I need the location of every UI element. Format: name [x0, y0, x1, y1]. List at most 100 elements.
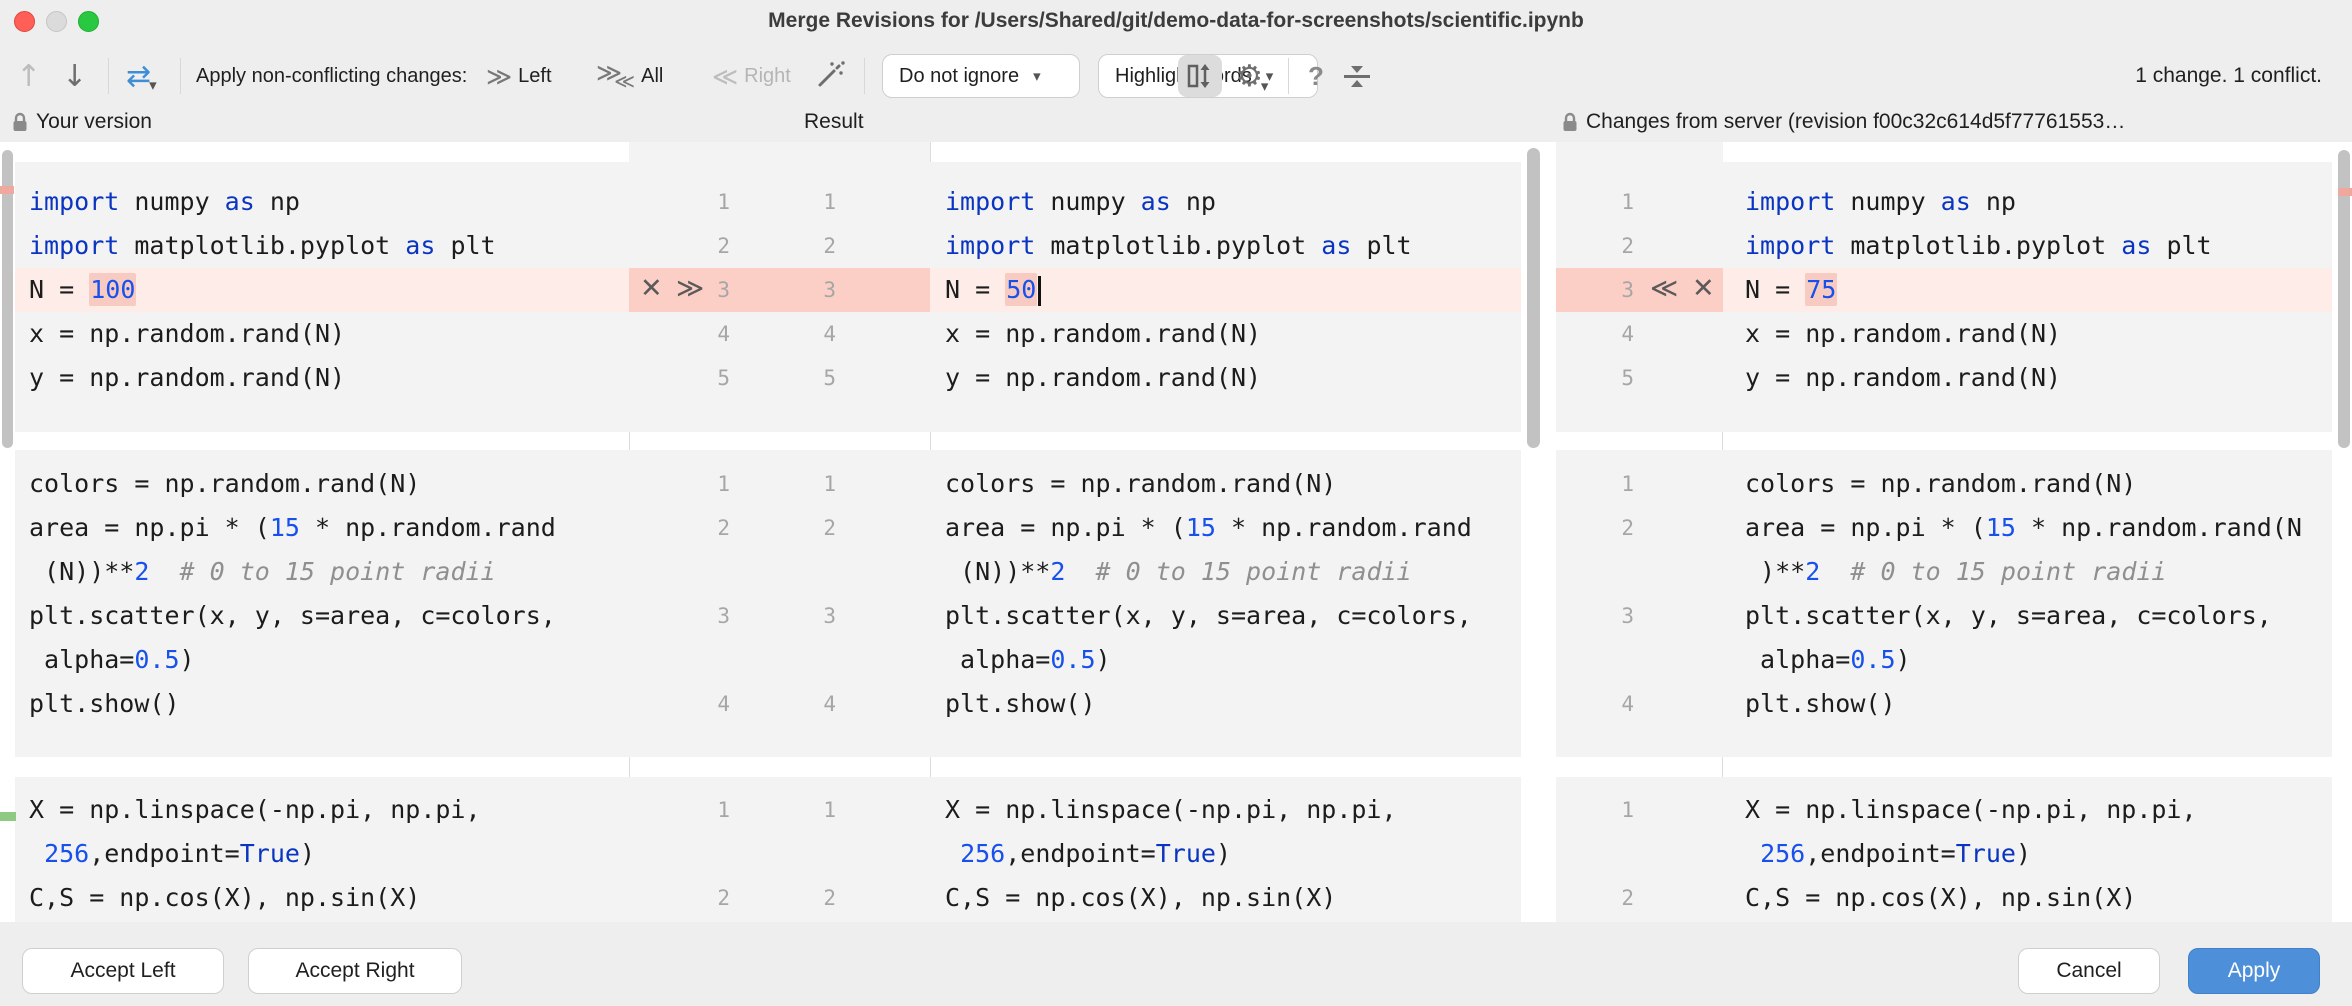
your-version-code-line: 256,endpoint=True) — [44, 839, 316, 868]
apply-all-button[interactable]: ≫ ≪ All — [596, 57, 664, 94]
result-code-line: alpha=0.5) — [945, 645, 1111, 674]
dropdown-caret-icon: ▾ — [1260, 77, 1269, 95]
accept-right-button[interactable]: Accept Right — [248, 948, 462, 994]
right-pane-header: Changes from server (revision f00c32c614… — [1562, 110, 2125, 134]
your-version-code-line: plt.scatter(x, y, s=area, c=colors, — [29, 601, 556, 630]
lock-icon — [1563, 112, 1577, 131]
server-code-line: )**2 # 0 to 15 point radii — [1745, 557, 2167, 586]
cancel-button[interactable]: Cancel — [2018, 948, 2160, 994]
server-line-number: 5 — [1621, 366, 1634, 390]
result-line-number: 5 — [717, 366, 730, 390]
next-change-button[interactable]: ↓ — [62, 46, 87, 106]
separator — [1288, 58, 1289, 94]
apply-change-left-icon[interactable]: ≪ — [1650, 273, 1679, 304]
help-icon: ? — [1308, 60, 1324, 91]
apply-right-button[interactable]: ≪ Right — [712, 61, 791, 91]
server-line-number: 1 — [1621, 472, 1634, 496]
gutter-background — [629, 450, 930, 757]
result-code-line: x = np.random.rand(N) — [945, 319, 1262, 348]
result-line-number: 1 — [823, 472, 836, 496]
ignore-policy-dropdown[interactable]: Do not ignore ▾ — [882, 54, 1080, 98]
server-code-line: plt.show() — [1745, 689, 1896, 718]
server-code-line: N = 75 — [1745, 273, 1838, 306]
result-code-line: C,S = np.cos(X), np.sin(X) — [945, 883, 1337, 912]
your-version-code-line: area = np.pi * (15 * np.random.rand — [29, 513, 556, 542]
result-code-line: colors = np.random.rand(N) — [945, 469, 1337, 498]
result-code-line: y = np.random.rand(N) — [945, 363, 1262, 392]
gutter-background — [1556, 777, 1723, 922]
apply-nonconflicting-label: Apply non-conflicting changes: — [196, 64, 468, 87]
server-line-number: 4 — [1621, 692, 1634, 716]
settings-button[interactable]: ⚙ ▾ — [1236, 46, 1268, 106]
server-code-line: colors = np.random.rand(N) — [1745, 469, 2137, 498]
server-code-line: import numpy as np — [1745, 187, 2016, 216]
result-code-line: (N))**2 # 0 to 15 point radii — [945, 557, 1412, 586]
apply-button[interactable]: Apply — [2188, 948, 2320, 994]
result-code-line: X = np.linspace(-np.pi, np.pi, — [945, 795, 1397, 824]
arrow-down-icon: ↓ — [62, 58, 88, 94]
apply-change-right-icon[interactable]: ≫ — [676, 273, 705, 304]
server-code-line: plt.scatter(x, y, s=area, c=colors, — [1745, 601, 2272, 630]
server-line-number: 1 — [1621, 798, 1634, 822]
server-code-line: y = np.random.rand(N) — [1745, 363, 2062, 392]
server-line-number: 2 — [1621, 234, 1634, 258]
result-line-number: 2 — [717, 886, 730, 910]
your-version-code-line: C,S = np.cos(X), np.sin(X) — [29, 883, 421, 912]
toolbar: ↑ ↓ ⇄ ▾ Apply non-conflicting changes: ≫… — [0, 46, 2352, 106]
server-line-number: 3 — [1621, 278, 1634, 302]
result-code-line: plt.scatter(x, y, s=area, c=colors, — [945, 601, 1472, 630]
pane-headers: Your version Result Changes from server … — [0, 106, 2352, 142]
minimize-window-button[interactable] — [46, 11, 67, 32]
notebook-cell-background — [1723, 450, 2332, 757]
your-version-code-line: X = np.linspace(-np.pi, np.pi, — [29, 795, 481, 824]
help-button[interactable]: ? — [1308, 46, 1324, 106]
ignore-change-icon[interactable]: ✕ — [1692, 273, 1715, 304]
bottom-bar: Accept Left Accept Right Cancel Apply — [0, 922, 2352, 1006]
conflict-gutter-highlight — [1556, 268, 1723, 312]
close-window-button[interactable] — [14, 11, 35, 32]
maximize-window-button[interactable] — [78, 11, 99, 32]
synchronize-scrolling-button[interactable] — [1178, 55, 1222, 97]
result-pane-scrollbar[interactable] — [1527, 148, 1540, 448]
merge-arrows-icon: ⇄ — [126, 58, 152, 94]
collapse-unchanged-button[interactable] — [1340, 46, 1374, 106]
ignore-change-icon[interactable]: ✕ — [640, 273, 663, 304]
double-chevron-left-icon: ≪ — [614, 69, 636, 93]
added-stripe-mark — [0, 812, 16, 821]
accept-left-button[interactable]: Accept Left — [22, 948, 224, 994]
conflict-stripe-mark — [2338, 188, 2352, 196]
title-bar: Merge Revisions for /Users/Shared/git/de… — [0, 0, 2352, 44]
gutter-background — [629, 777, 930, 922]
result-code-line: 256,endpoint=True) — [960, 839, 1232, 868]
server-line-number: 2 — [1621, 886, 1634, 910]
your-version-code-line: import numpy as np — [29, 187, 300, 216]
merge-mode-button[interactable]: ⇄ ▾ — [126, 46, 157, 106]
server-line-number: 4 — [1621, 322, 1634, 346]
conflict-stripe-mark — [0, 186, 14, 194]
result-line-number: 5 — [823, 366, 836, 390]
left-pane-scrollbar[interactable] — [2, 150, 13, 448]
your-version-code-line: (N))**2 # 0 to 15 point radii — [29, 557, 496, 586]
resolve-simple-conflicts-button[interactable] — [812, 46, 846, 106]
result-line-number: 1 — [823, 190, 836, 214]
change-conflict-status: 1 change. 1 conflict. — [2135, 64, 2322, 87]
result-pane-header: Result — [804, 110, 864, 133]
server-line-number: 1 — [1621, 190, 1634, 214]
notebook-cell-background — [1723, 777, 2332, 922]
separator — [108, 58, 109, 94]
your-version-code-line: x = np.random.rand(N) — [29, 319, 346, 348]
double-chevron-right-icon: ≫ — [596, 57, 623, 87]
magic-wand-icon — [818, 61, 845, 87]
server-code-line: area = np.pi * (15 * np.random.rand(N — [1745, 513, 2302, 542]
previous-change-button[interactable]: ↑ — [16, 46, 41, 106]
server-code-line: alpha=0.5) — [1745, 645, 1911, 674]
separator — [864, 58, 865, 94]
result-line-number: 3 — [823, 278, 836, 302]
notebook-cell-background — [15, 450, 629, 757]
double-chevron-left-icon: ≪ — [712, 61, 739, 91]
result-line-number: 4 — [823, 322, 836, 346]
server-pane-scrollbar[interactable] — [2338, 150, 2350, 448]
apply-left-button[interactable]: ≫ Left — [486, 61, 552, 91]
